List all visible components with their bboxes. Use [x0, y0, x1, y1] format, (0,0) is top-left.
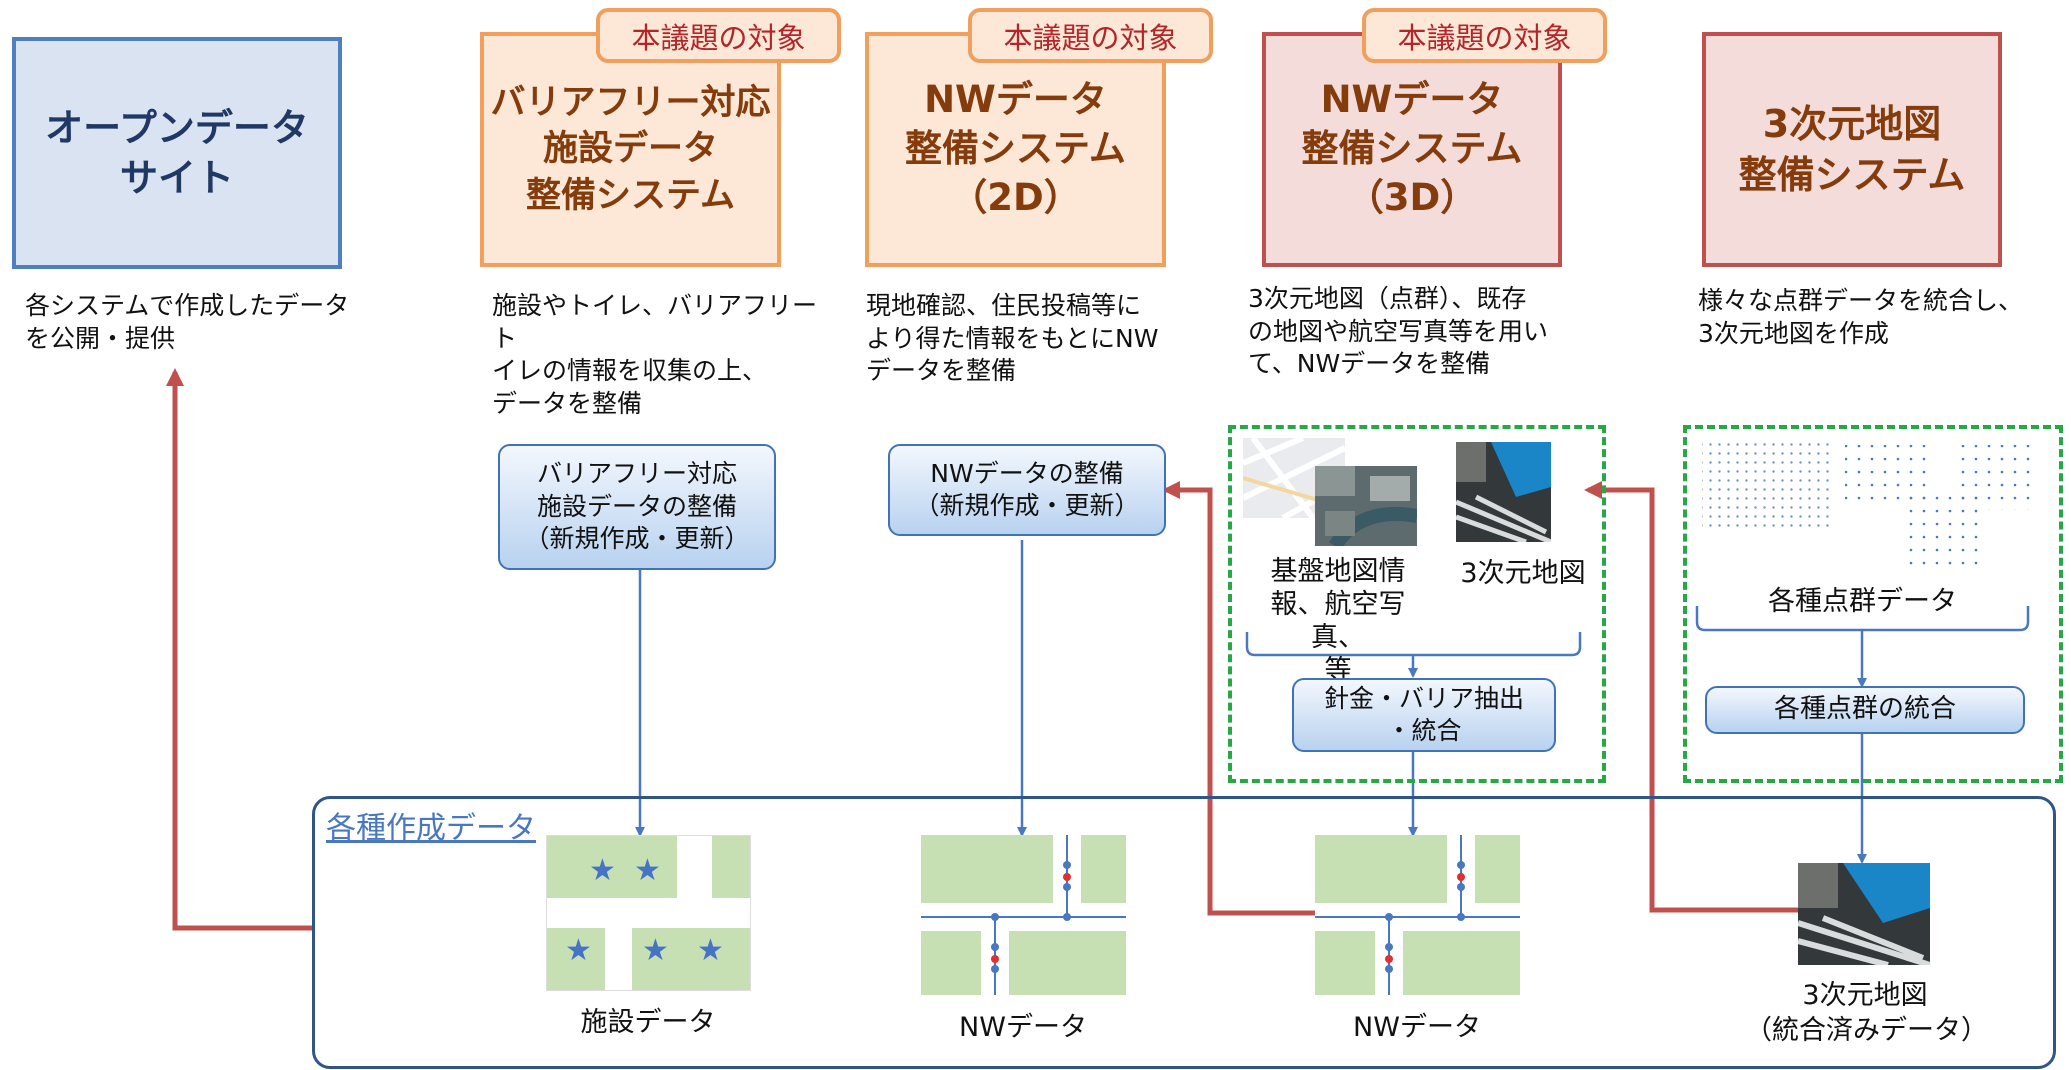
nw-data-map-2d	[921, 835, 1126, 995]
output-3dmap-caption: 3次元地図 （統合済みデータ）	[1745, 980, 1988, 1047]
bracket-inputs-3d	[1245, 632, 1582, 657]
3dmap-system-box: 3次元地図 整備システム	[1702, 32, 2002, 267]
process-extract-integrate: 針金・バリア抽出 ・統合	[1292, 678, 1556, 752]
arrow-nw3d-to-nw2d	[1162, 481, 1315, 916]
target-tag-barrier-free: 本議題の対象	[596, 8, 841, 63]
nw3d-system-box: NWデータ 整備システム （3D）	[1262, 32, 1562, 267]
facility-star-icon: ★	[634, 853, 661, 888]
nw3d-description: 3次元地図（点群）、既存 の地図や航空写真等を用い て、NWデータを整備	[1248, 284, 1549, 378]
output-nw-caption-3d: NWデータ	[1353, 1012, 1481, 1043]
target-tag-nw3d: 本議題の対象	[1362, 8, 1607, 63]
opendata-site-box: オープンデータ サイト	[12, 37, 342, 269]
nw2d-description: 現地確認、住民投稿等に より得た情報をもとにNW データを整備	[866, 291, 1159, 385]
point-cloud-images	[1702, 442, 2039, 570]
facility-star-icon: ★	[642, 933, 669, 968]
arrow-3dmap-to-nw3d	[1584, 481, 1798, 913]
arrow-output-to-opendata	[166, 368, 312, 931]
base-map-caption: 基盤地図情 報、航空写真、 等	[1270, 556, 1406, 686]
facility-star-icon: ★	[589, 853, 616, 888]
process-barrier-free: バリアフリー対応 施設データの整備 （新規作成・更新）	[498, 444, 776, 570]
point-cloud-caption: 各種点群データ	[1768, 586, 1957, 617]
output-data-panel	[312, 796, 2056, 1069]
3dmap-input-group	[1683, 425, 2063, 783]
nw-data-map-3d	[1315, 835, 1520, 995]
process-point-cloud-integration: 各種点群の統合	[1705, 686, 2025, 734]
output-nw-caption-2d: NWデータ	[959, 1012, 1087, 1043]
facility-star-icon: ★	[697, 933, 724, 968]
3d-map-caption: 3次元地図	[1460, 558, 1586, 589]
facility-star-icon: ★	[565, 933, 592, 968]
integrated-3d-map-image	[1798, 863, 1930, 965]
facility-data-map: ★ ★ ★ ★ ★	[546, 835, 751, 991]
nw2d-system-box: NWデータ 整備システム （2D）	[865, 32, 1166, 267]
3d-map-image	[1456, 442, 1551, 542]
barrier-free-description: 施設やトイレ、バリアフリート イレの情報を収集の上、 データを整備	[492, 291, 818, 418]
nw3d-input-group	[1228, 425, 1606, 783]
aerial-photo-image	[1315, 466, 1417, 546]
target-tag-nw2d: 本議題の対象	[968, 8, 1213, 63]
process-nw2d: NWデータの整備 （新規作成・更新）	[888, 444, 1166, 536]
bracket-pointclouds	[1695, 606, 2030, 632]
output-facility-caption: 施設データ	[580, 1007, 716, 1038]
3dmap-description: 様々な点群データを統合し、 3次元地図を作成	[1698, 286, 2024, 348]
barrier-free-system-box: バリアフリー対応 施設データ 整備システム	[480, 32, 781, 267]
output-panel-title: 各種作成データ	[326, 811, 536, 846]
opendata-description: 各システムで作成したデータ を公開・提供	[25, 291, 350, 353]
